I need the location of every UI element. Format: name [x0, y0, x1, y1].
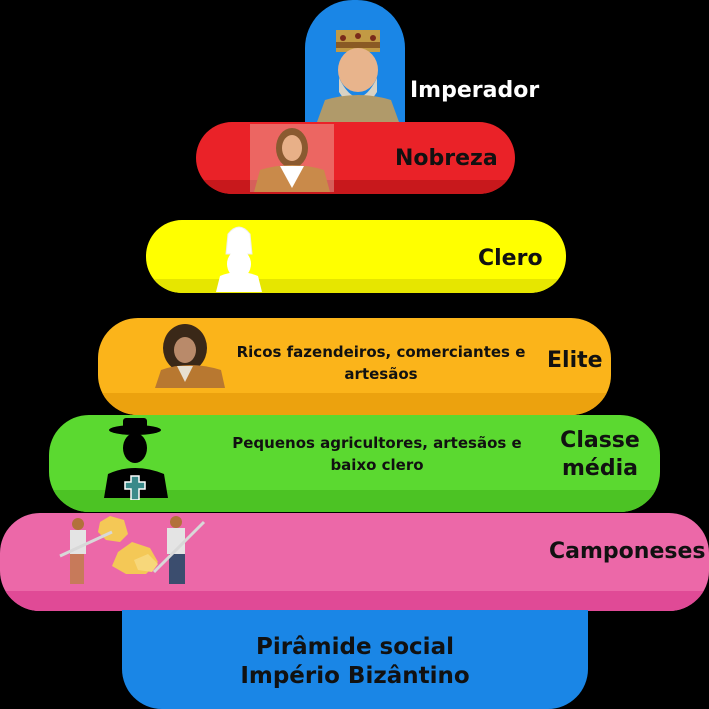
level-description-elite: Ricos fazendeiros, comerciantes e artesã… [236, 343, 526, 383]
level-label-nobreza: Nobreza [395, 146, 498, 171]
level-description-classe-media: Pequenos agricultores, artesãos e baixo … [232, 434, 522, 474]
diagram-title-line2: Império Bizântino [240, 663, 470, 689]
farmers-icon [54, 512, 214, 588]
level-label-clero: Clero [478, 246, 543, 271]
noble-portrait-icon [250, 124, 334, 192]
bishop-icon [214, 220, 264, 292]
level-label-imperador: Imperador [410, 78, 540, 103]
level-label-elite: Elite [547, 348, 603, 373]
diagram-title-line1: Pirâmide social [256, 634, 454, 660]
emperor-portrait-icon [311, 18, 401, 122]
level-label-camponeses: Camponeses [549, 539, 706, 564]
priest-icon [102, 414, 170, 501]
merchant-portrait-icon [151, 320, 227, 388]
pyramid-base [122, 610, 588, 709]
level-label-classe-media: Classe média [560, 428, 640, 481]
